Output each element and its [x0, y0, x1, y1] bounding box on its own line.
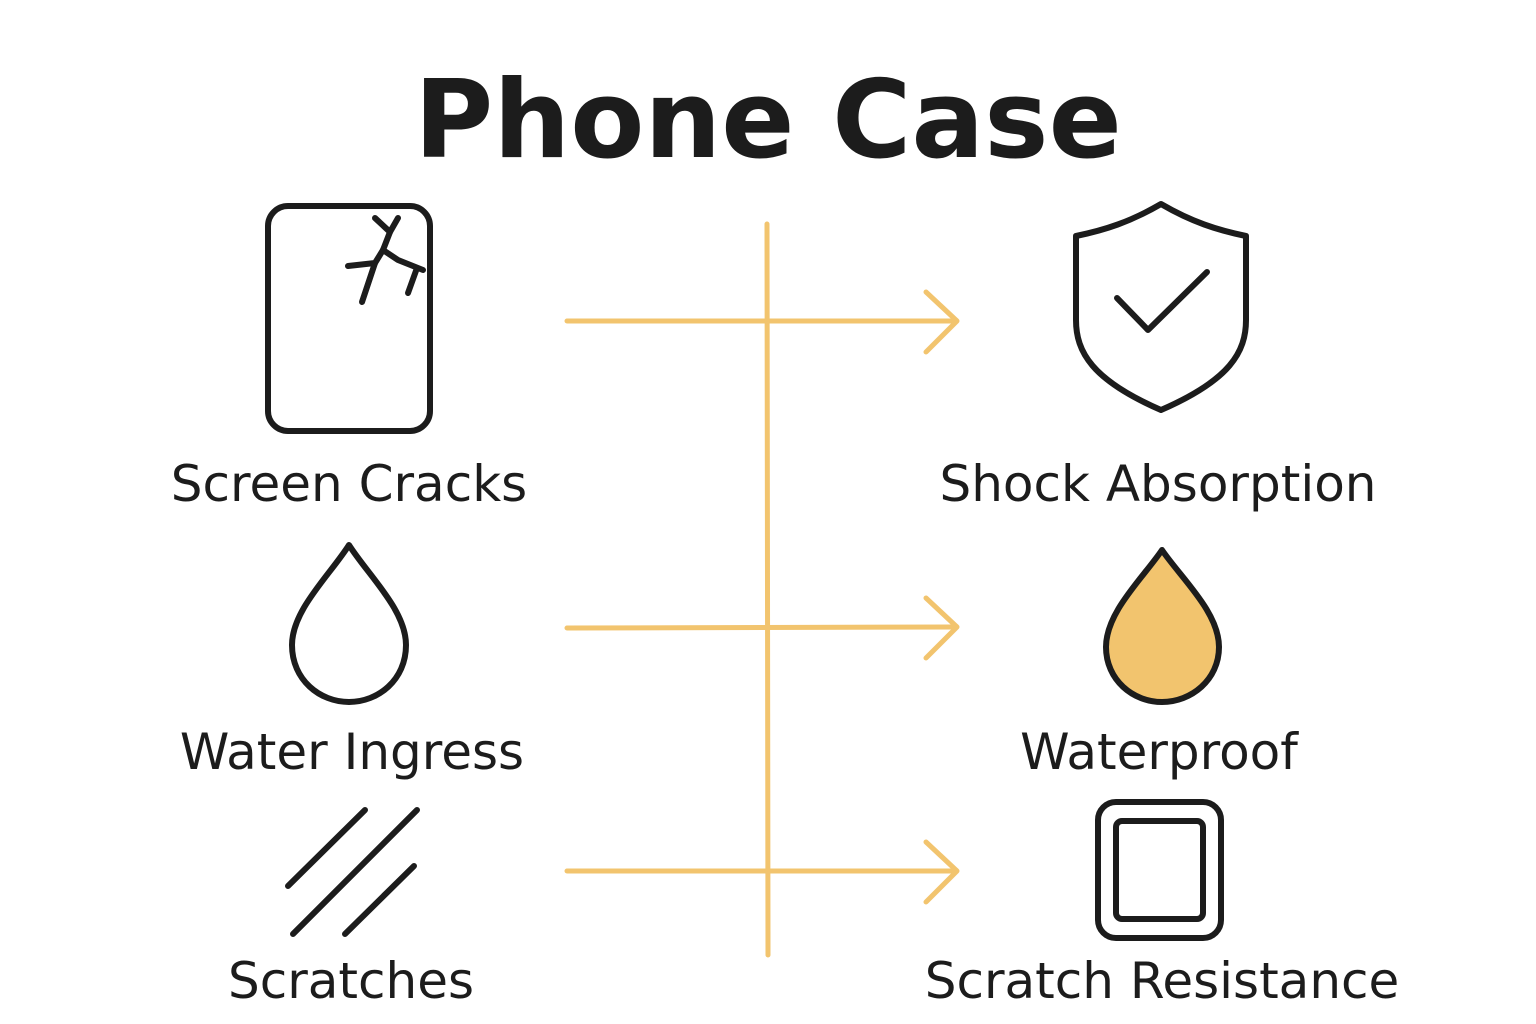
arrow-screen-cracks-to-shock-absorption [564, 289, 960, 355]
cracked-phone-icon [265, 203, 433, 434]
water-drop-outline-icon [289, 542, 409, 705]
problem-label-scratches: Scratches [228, 952, 474, 1010]
protected-screen-icon [1095, 799, 1224, 941]
arrow-scratches-to-scratch-resistance [564, 839, 960, 905]
solution-label-scratch-resistance: Scratch Resistance [925, 952, 1400, 1010]
water-drop-filled-icon [1103, 547, 1222, 705]
scratch-lines-icon [285, 807, 420, 937]
vertical-divider-line [764, 221, 771, 958]
diagram-title: Phone Case [414, 58, 1122, 183]
shield-check-icon [1073, 201, 1249, 413]
solution-label-waterproof: Waterproof [1020, 723, 1299, 781]
problem-label-water-ingress: Water Ingress [180, 723, 524, 781]
solution-label-shock-absorption: Shock Absorption [939, 455, 1376, 513]
problem-label-screen-cracks: Screen Cracks [171, 455, 527, 513]
arrow-water-ingress-to-waterproof [564, 595, 960, 661]
